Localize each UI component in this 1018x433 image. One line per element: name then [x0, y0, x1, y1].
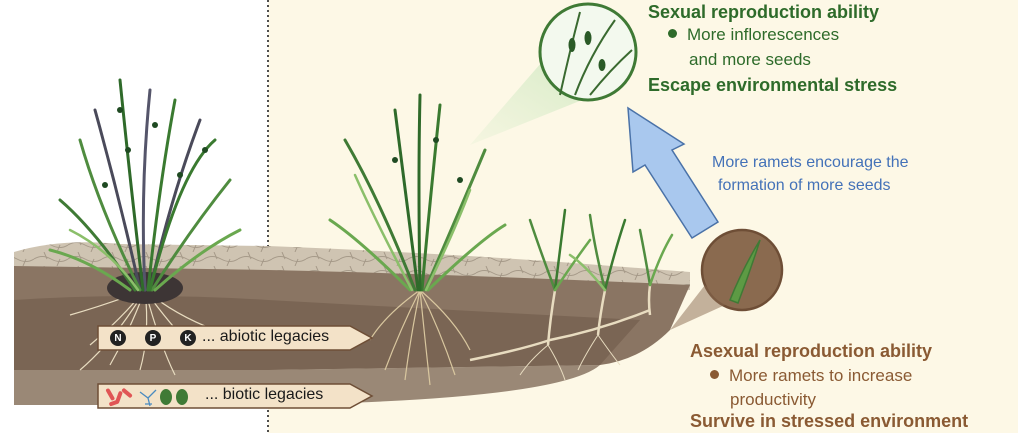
- ramet-magnifier: [700, 228, 784, 312]
- fungal-hyphae-icon: [139, 389, 157, 407]
- sexual-reproduction-title: Sexual reproduction ability: [648, 2, 880, 22]
- microbe-icons: [106, 388, 188, 407]
- left-plant-seed-heads: [102, 107, 208, 188]
- ramet-roots: [519, 334, 621, 381]
- protist-icon: [160, 389, 188, 405]
- bullet-icon: [668, 29, 677, 38]
- asexual-bullet-text-1: More ramets to increase: [729, 366, 913, 385]
- abiotic-legacies-tag: [97, 325, 374, 351]
- phosphorus-badge: P: [145, 330, 161, 346]
- ramet-plant-blades: [528, 208, 674, 292]
- nitrogen-badge: N: [110, 330, 126, 346]
- magnifier-beam-bottom: [670, 285, 725, 330]
- sexual-bullet-line-1: More inflorescences: [668, 25, 839, 45]
- bullet-icon: [710, 370, 719, 379]
- arrow-note-line-2: formation of more seeds: [718, 177, 891, 194]
- abiotic-legacies-label: ... abiotic legacies: [202, 328, 330, 345]
- sexual-bullet-text-1: More inflorescences: [687, 25, 840, 44]
- asexual-outcome: Survive in stressed environment: [690, 411, 969, 431]
- inflorescence-seeds: [568, 31, 606, 71]
- seed-formation-arrow: [627, 106, 720, 240]
- asexual-bullet-line-2: productivity: [730, 390, 816, 409]
- asexual-bullet-line-1: More ramets to increase: [710, 366, 912, 386]
- potassium-badge: K: [180, 330, 196, 346]
- middle-plant-roots: [369, 289, 471, 386]
- middle-plant-seed-heads: [392, 137, 463, 183]
- rhizome-network: [469, 284, 652, 362]
- middle-plant-blades: [328, 93, 507, 292]
- sexual-bullet-line-2: and more seeds: [689, 50, 811, 69]
- sexual-outcome: Escape environmental stress: [648, 75, 898, 95]
- asexual-reproduction-title: Asexual reproduction ability: [690, 341, 933, 361]
- arrow-note-line-1: More ramets encourage the: [712, 154, 909, 171]
- biotic-legacies-label: ... biotic legacies: [205, 386, 324, 403]
- left-plant-blades: [48, 78, 242, 292]
- inflorescence-stems: [559, 11, 633, 96]
- inflorescence-magnifier: [538, 2, 638, 102]
- bacteria-icon: [106, 388, 133, 407]
- ramet-shoot-icon: [729, 239, 761, 304]
